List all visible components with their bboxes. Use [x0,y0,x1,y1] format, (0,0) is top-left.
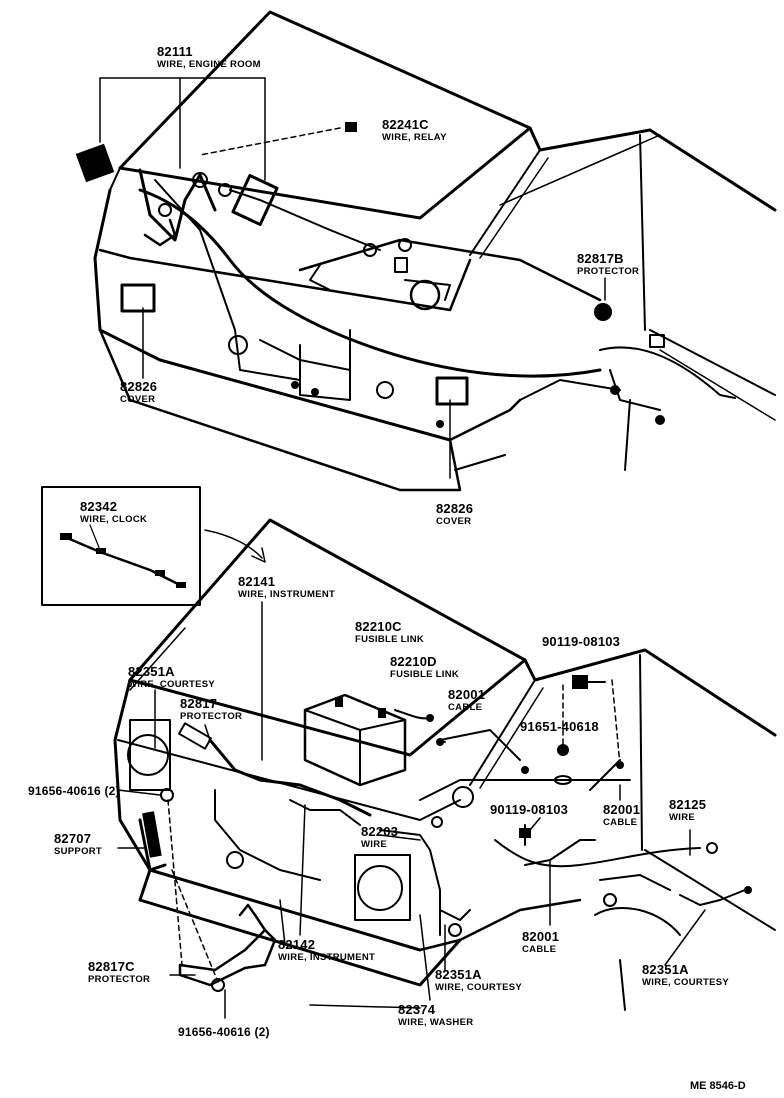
part-description: SUPPORT [54,846,103,857]
part-number: 90119-08103 [490,802,569,817]
part-number: 82111 [157,44,193,59]
part-description: WIRE [361,839,388,850]
part-description: CABLE [603,817,638,828]
part-label-82707: 82707 SUPPORT [54,832,102,857]
part-description: WIRE, RELAY [382,132,447,143]
clock-wire-inset [41,486,266,606]
part-label-82141: 82141 WIRE, INSTRUMENT [238,575,335,600]
engine-room-illustration [75,10,777,492]
part-label-82125: 82125 WIRE [669,798,706,823]
part-number: 82125 [669,797,707,812]
part-label-91656-40616-lower: 91656-40616 (2) [178,1026,270,1038]
part-description: WIRE, CLOCK [80,514,148,525]
part-number: 82707 [54,831,92,846]
part-number: 82001 [448,687,486,702]
front-harness-illustration [113,518,777,1019]
part-number: 82203 [361,824,399,839]
part-description: WIRE, INSTRUMENT [238,589,336,600]
part-description: WIRE, WASHER [398,1017,474,1028]
part-label-82210d: 82210D FUSIBLE LINK [390,655,459,680]
part-description: WIRE, ENGINE ROOM [157,59,261,70]
part-number: 82001 [522,929,560,944]
part-label-82826-right: 82826 COVER [436,502,473,527]
part-number: 82001 [603,802,641,817]
part-number: 82351A [435,967,482,982]
part-label-82001-top: 82001 CABLE [448,688,485,713]
part-label-91651-40618: 91651-40618 [520,720,599,733]
diagram-reference-code: ME 8546-D [690,1080,746,1092]
part-number: 82817 [180,696,218,711]
part-label-82203: 82203 WIRE [361,825,398,850]
part-number: 82351A [128,664,175,679]
part-description: COVER [120,394,156,405]
part-label-82111: 82111 WIRE, ENGINE ROOM [157,45,261,70]
part-number: 91656-40616 (2) [28,784,120,798]
part-number: 82142 [278,937,316,952]
part-description: WIRE, INSTRUMENT [278,952,376,963]
part-number: 82342 [80,499,118,514]
part-label-82241c: 82241C WIRE, RELAY [382,118,447,143]
part-label-82210c: 82210C FUSIBLE LINK [355,620,424,645]
part-label-90119-08103-mid: 90119-08103 [490,803,568,816]
part-description: WIRE, COURTESY [128,679,216,690]
part-label-82001-bottom: 82001 CABLE [522,930,559,955]
part-description: FUSIBLE LINK [390,669,460,680]
part-number: 82817B [577,251,624,266]
part-label-82342: 82342 WIRE, CLOCK [80,500,147,525]
part-label-82817: 82817 PROTECTOR [180,697,242,722]
part-label-82351a-left: 82351A WIRE, COURTESY [128,665,215,690]
part-number: 82210D [390,654,437,669]
part-description: COVER [436,516,472,527]
part-description: PROTECTOR [88,974,151,985]
part-description: WIRE [669,812,696,823]
part-label-90119-08103-top: 90119-08103 [542,635,620,648]
part-number: 82826 [120,379,158,394]
part-label-82001-mid: 82001 CABLE [603,803,640,828]
part-number: 82817C [88,959,135,974]
part-label-82374: 82374 WIRE, WASHER [398,1003,473,1028]
part-description: WIRE, COURTESY [642,977,730,988]
part-number: 90119-08103 [542,634,621,649]
part-label-82817b: 82817B PROTECTOR [577,252,639,277]
part-number: 82141 [238,574,276,589]
part-label-82351a-right: 82351A WIRE, COURTESY [642,963,729,988]
part-description: FUSIBLE LINK [355,634,425,645]
part-description: CABLE [448,702,483,713]
part-number: 91656-40616 (2) [178,1025,270,1039]
part-label-91656-40616-upper: 91656-40616 (2) [28,785,120,797]
part-label-82817c: 82817C PROTECTOR [88,960,150,985]
part-number: 82210C [355,619,402,634]
part-number: 82241C [382,117,429,132]
part-description: PROTECTOR [577,266,640,277]
part-number: 91651-40618 [520,719,599,734]
part-description: PROTECTOR [180,711,243,722]
part-number: 82351A [642,962,689,977]
part-number: 82826 [436,501,474,516]
part-description: CABLE [522,944,557,955]
part-label-82826-left: 82826 COVER [120,380,157,405]
part-label-82351a-middle: 82351A WIRE, COURTESY [435,968,522,993]
part-label-82142: 82142 WIRE, INSTRUMENT [278,938,375,963]
part-description: WIRE, COURTESY [435,982,523,993]
part-number: 82374 [398,1002,436,1017]
